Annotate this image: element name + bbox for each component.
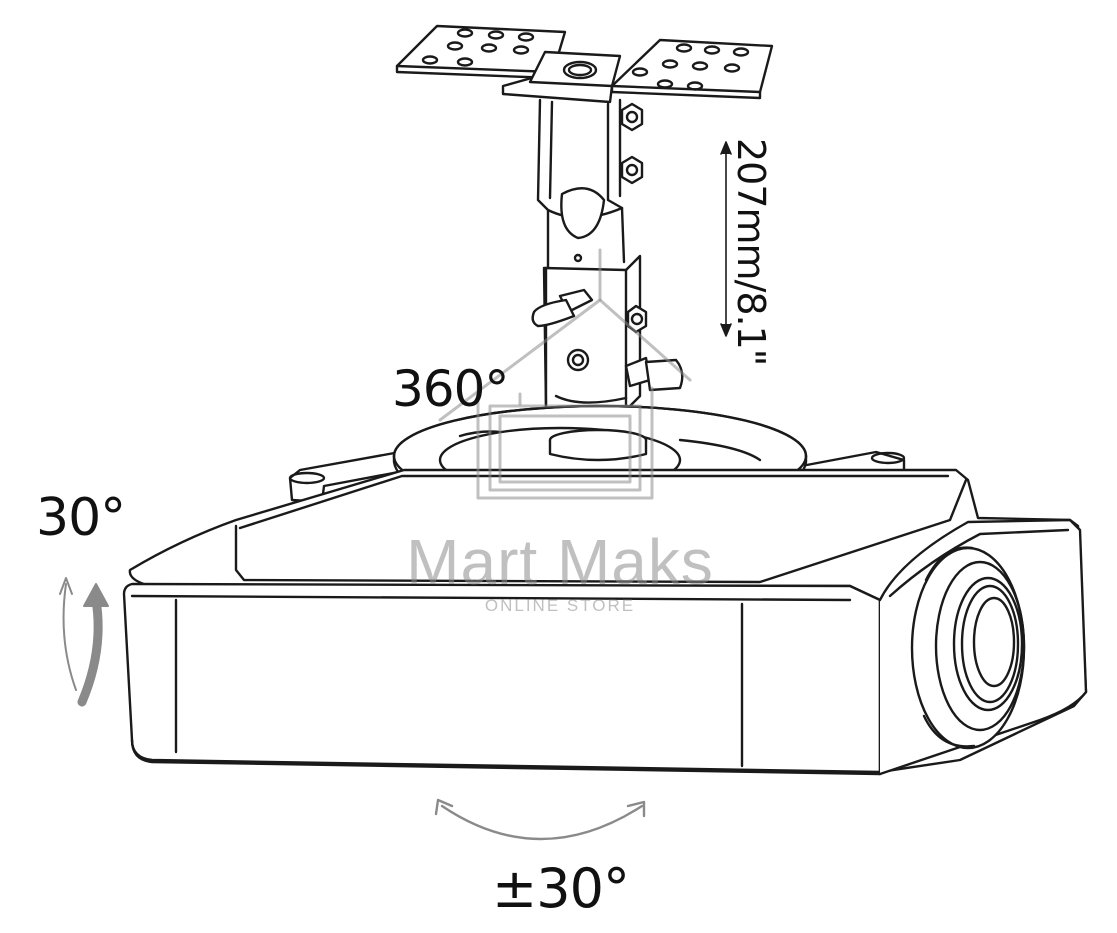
tilt-angle-label: 30° — [36, 488, 126, 548]
ceiling-plate — [395, 24, 774, 104]
watermark-tagline: ONLINE STORE — [484, 596, 636, 615]
height-dimension-arrow — [720, 141, 732, 337]
lens-icon — [910, 546, 1026, 750]
watermark-logo — [438, 248, 692, 500]
extension-pole — [536, 98, 644, 270]
watermark: Mart Maks ONLINE STORE — [360, 530, 760, 616]
swivel-angle-label: ±30° — [492, 857, 630, 920]
hex-nut-icon — [620, 155, 644, 185]
thumb-knob-icon — [624, 356, 684, 392]
hex-nut-icon — [620, 102, 644, 132]
watermark-name: Mart Maks — [406, 526, 714, 598]
tilt-arrow-icon — [59, 577, 109, 707]
pan-rotation-label: 360° — [392, 360, 509, 418]
extension-height-label: 207mm/8.1" — [729, 138, 773, 366]
swivel-arrow-icon — [434, 798, 646, 841]
thumb-knob-icon — [531, 288, 594, 328]
